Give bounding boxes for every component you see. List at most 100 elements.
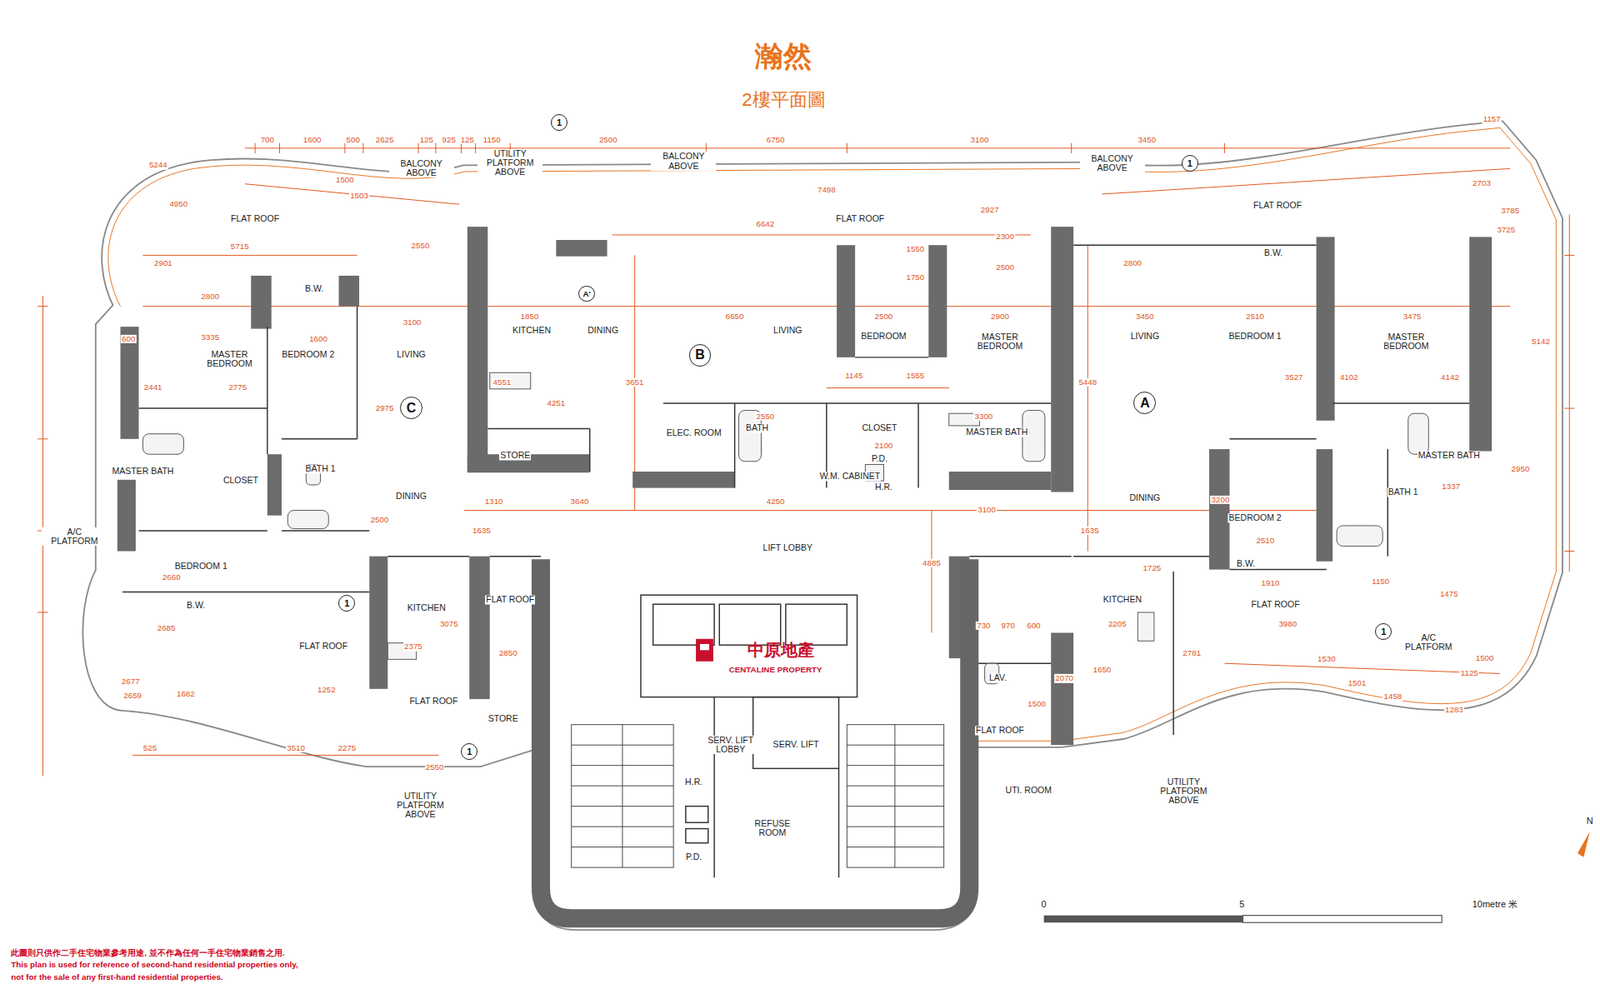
dimension-label: 2300 (995, 232, 1015, 241)
fixtures-part (1137, 612, 1155, 641)
dimension-label: 2703 (1471, 179, 1492, 188)
dimension-label: 125 (460, 135, 475, 145)
walls-part (120, 326, 139, 440)
dimension-label: 125 (419, 135, 435, 145)
partitions-part (589, 429, 590, 472)
scale-label: N (1585, 816, 1595, 827)
room-label: KITCHEN (511, 325, 552, 335)
room-label: MASTER BEDROOM (1373, 332, 1439, 351)
dimension-label: 6750 (765, 135, 786, 145)
walls-part (1316, 236, 1335, 420)
stairs-part (846, 826, 944, 828)
dimension-label: 1550 (905, 245, 925, 254)
room-label: P.D. (685, 852, 703, 862)
dimension-label: 1530 (1316, 655, 1337, 664)
partitions-part (281, 438, 358, 440)
room-label: MASTER BATH (110, 466, 175, 476)
dimension-label: 1750 (905, 273, 925, 282)
room-label: A/C PLATFORM (1395, 633, 1461, 652)
dimension-label: 925 (441, 135, 457, 145)
dimension-lines-part (612, 234, 1031, 235)
room-label: H.R. (874, 483, 894, 493)
walls-part (369, 556, 388, 690)
dimension-label: 3300 (974, 411, 995, 420)
room-label: CLOSET (222, 475, 260, 485)
partitions-part (1073, 244, 1316, 245)
room-label: REFUSE ROOM (740, 819, 805, 838)
dimension-label: 525 (142, 743, 158, 752)
partitions-part (663, 402, 1051, 404)
walls-part (555, 240, 607, 257)
walls (117, 226, 1492, 745)
dimension-label: 2100 (874, 441, 895, 450)
room-label: B.W. (1235, 560, 1256, 570)
dimension-lines-part (1070, 143, 1072, 154)
dimension-label: 3335 (200, 333, 220, 342)
dimension-label: 3640 (570, 497, 590, 506)
dimension-label: 1500 (335, 175, 355, 184)
dimension-label: 3980 (1277, 620, 1298, 629)
dimension-lines-part (930, 510, 932, 634)
dimension-lines-part (1224, 663, 1500, 674)
fixtures-part (142, 434, 184, 455)
room-label: B.W. (1263, 248, 1284, 258)
scale-label: 10metre 米 (1471, 900, 1519, 910)
dimension-label: 4950 (168, 200, 189, 209)
walls-part (928, 245, 947, 358)
dimension-label: 2070 (1054, 674, 1075, 683)
dimension-label: 1635 (1080, 526, 1100, 535)
room-label: FLAT ROOF (298, 642, 349, 652)
dimension-label: 3475 (1402, 311, 1423, 320)
dimension-lines-part (255, 143, 256, 154)
dimension-label: 1500 (1475, 654, 1495, 663)
dimension-label: 1283 (1444, 705, 1465, 715)
dimension-lines-part (846, 143, 848, 154)
plan-title: 瀚然 (755, 40, 812, 71)
dimension-label: 2850 (498, 649, 519, 658)
dimension-label: 2950 (1510, 465, 1531, 474)
dimension-label: 2500 (874, 311, 895, 320)
room-label: KITCHEN (1102, 595, 1143, 605)
partitions-part (387, 555, 470, 557)
walls-part (267, 454, 282, 515)
logo-icon (695, 639, 714, 662)
disclaimer-note: This plan is used for reference of secon… (10, 960, 299, 970)
lift-core-part (753, 697, 840, 770)
plan-subtitle: 2樓平面圖 (740, 90, 826, 110)
logo-icon-part (695, 639, 714, 662)
dimension-label: 4102 (1339, 373, 1360, 382)
dimension-label: 5244 (148, 160, 169, 170)
dimension-label: 3200 (1210, 495, 1231, 505)
dimension-label: 3651 (625, 378, 645, 387)
stairs-part (571, 745, 674, 746)
room-label: LIVING (1130, 332, 1160, 342)
dimension-lines-part (37, 611, 48, 613)
dimension-lines-part (1564, 408, 1575, 410)
dimension-lines-part (475, 143, 476, 154)
dimension-label: 5448 (1077, 378, 1098, 387)
dimension-label: 2550 (425, 763, 445, 772)
scale-label: 5 (1238, 900, 1245, 910)
room-label: B.W. (304, 284, 325, 294)
room-label: BATH 1 (1387, 488, 1420, 498)
stairs-part (571, 785, 674, 787)
dimension-label: 2500 (995, 263, 1015, 272)
stairs-part (846, 805, 944, 807)
room-label: UTI. ROOM (1005, 785, 1054, 795)
room-label: BEDROOM (860, 332, 907, 342)
dimension-lines-part (1081, 510, 1327, 511)
room-label: BEDROOM 2 (1228, 514, 1283, 524)
fixtures-part (287, 510, 329, 530)
room-label: FLAT ROOF (1252, 201, 1303, 211)
partitions-part (356, 306, 358, 440)
partitions-part (1230, 569, 1327, 570)
room-label: BATH (745, 424, 770, 434)
dimension-label: 5142 (1530, 337, 1551, 346)
stairs-part (846, 745, 944, 746)
walls-part (469, 556, 490, 700)
unit-marker: B (689, 344, 712, 367)
partitions-part (1073, 555, 1210, 557)
partitions-part (281, 530, 370, 531)
marker-text: 1 (344, 598, 350, 609)
dimension-label: 4250 (765, 497, 786, 506)
